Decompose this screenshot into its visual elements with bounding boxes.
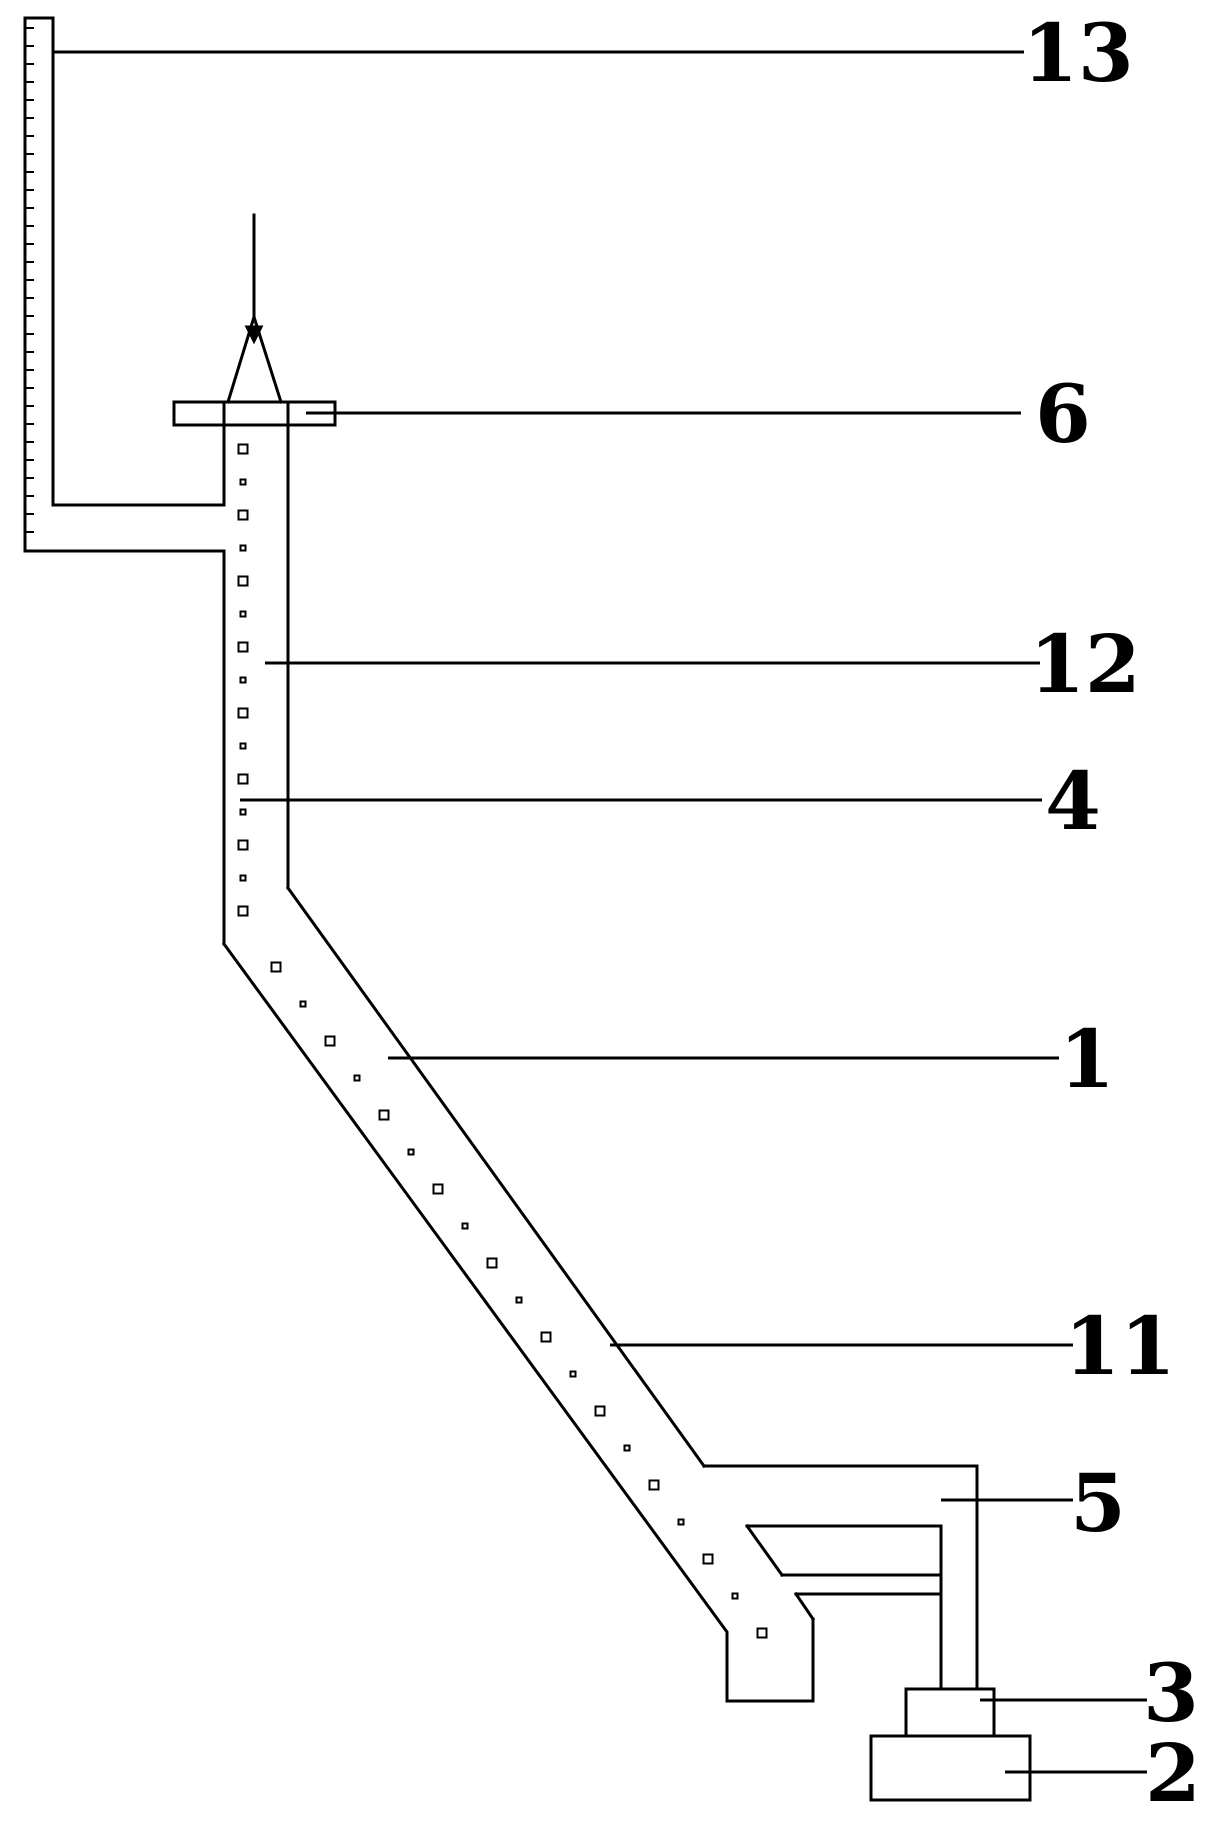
perforation-hole bbox=[237, 641, 249, 653]
perforation-holes bbox=[237, 443, 768, 1639]
perforation-hole bbox=[731, 1592, 739, 1600]
perforation-hole bbox=[324, 1035, 336, 1047]
ignition-cone bbox=[226, 311, 283, 404]
outlet-duct bbox=[702, 1464, 979, 1528]
ref-label-2: 2 bbox=[1145, 1726, 1201, 1820]
perforation-hole bbox=[270, 961, 282, 973]
perforation-hole bbox=[237, 575, 249, 587]
perforation-hole bbox=[569, 1370, 577, 1378]
cone-inner-tip bbox=[244, 325, 264, 345]
perforation-hole bbox=[239, 874, 247, 882]
inclined-tube-right-wall bbox=[285, 885, 816, 1622]
perforation-hole bbox=[623, 1444, 631, 1452]
perforation-hole bbox=[237, 707, 249, 719]
perforation-hole bbox=[299, 1000, 307, 1008]
perforation-hole bbox=[353, 1074, 361, 1082]
down-pipe bbox=[939, 1464, 979, 1691]
perforation-hole bbox=[239, 610, 247, 618]
ref-label-11: 11 bbox=[1064, 1299, 1175, 1393]
narrow-duct bbox=[780, 1573, 943, 1596]
ref-label-4: 4 bbox=[1045, 754, 1101, 848]
pump-base bbox=[869, 1734, 1032, 1802]
scale-ruler bbox=[23, 16, 55, 553]
perforation-hole bbox=[237, 839, 249, 851]
perforation-hole bbox=[648, 1479, 660, 1491]
inclined-tube-left-wall bbox=[221, 941, 815, 1703]
perforation-hole bbox=[239, 808, 247, 816]
perforation-hole bbox=[237, 773, 249, 785]
ref-label-1: 1 bbox=[1059, 1012, 1115, 1106]
perforation-hole bbox=[237, 443, 249, 455]
perforation-hole bbox=[432, 1183, 444, 1195]
perforation-hole bbox=[239, 544, 247, 552]
perforation-hole bbox=[407, 1148, 415, 1156]
perforation-hole bbox=[677, 1518, 685, 1526]
perforation-hole bbox=[239, 478, 247, 486]
ref-label-13: 13 bbox=[1022, 6, 1133, 100]
ref-label-3: 3 bbox=[1143, 1646, 1199, 1740]
ref-label-6: 6 bbox=[1035, 367, 1091, 461]
perforation-hole bbox=[237, 905, 249, 917]
ruler-ticks bbox=[25, 27, 34, 533]
ref-label-5: 5 bbox=[1070, 1456, 1126, 1550]
perforation-hole bbox=[378, 1109, 390, 1121]
perforation-hole bbox=[540, 1331, 552, 1343]
perforation-hole bbox=[702, 1553, 714, 1565]
ref-label-12: 12 bbox=[1029, 617, 1140, 711]
perforation-hole bbox=[239, 742, 247, 750]
perforation-hole bbox=[594, 1405, 606, 1417]
connecting-duct bbox=[23, 503, 226, 553]
perforation-hole bbox=[461, 1222, 469, 1230]
perforation-hole bbox=[237, 509, 249, 521]
perforation-hole bbox=[756, 1627, 768, 1639]
perforation-hole bbox=[239, 676, 247, 684]
perforation-hole bbox=[486, 1257, 498, 1269]
pump-head bbox=[904, 1687, 996, 1738]
perforation-hole bbox=[515, 1296, 523, 1304]
